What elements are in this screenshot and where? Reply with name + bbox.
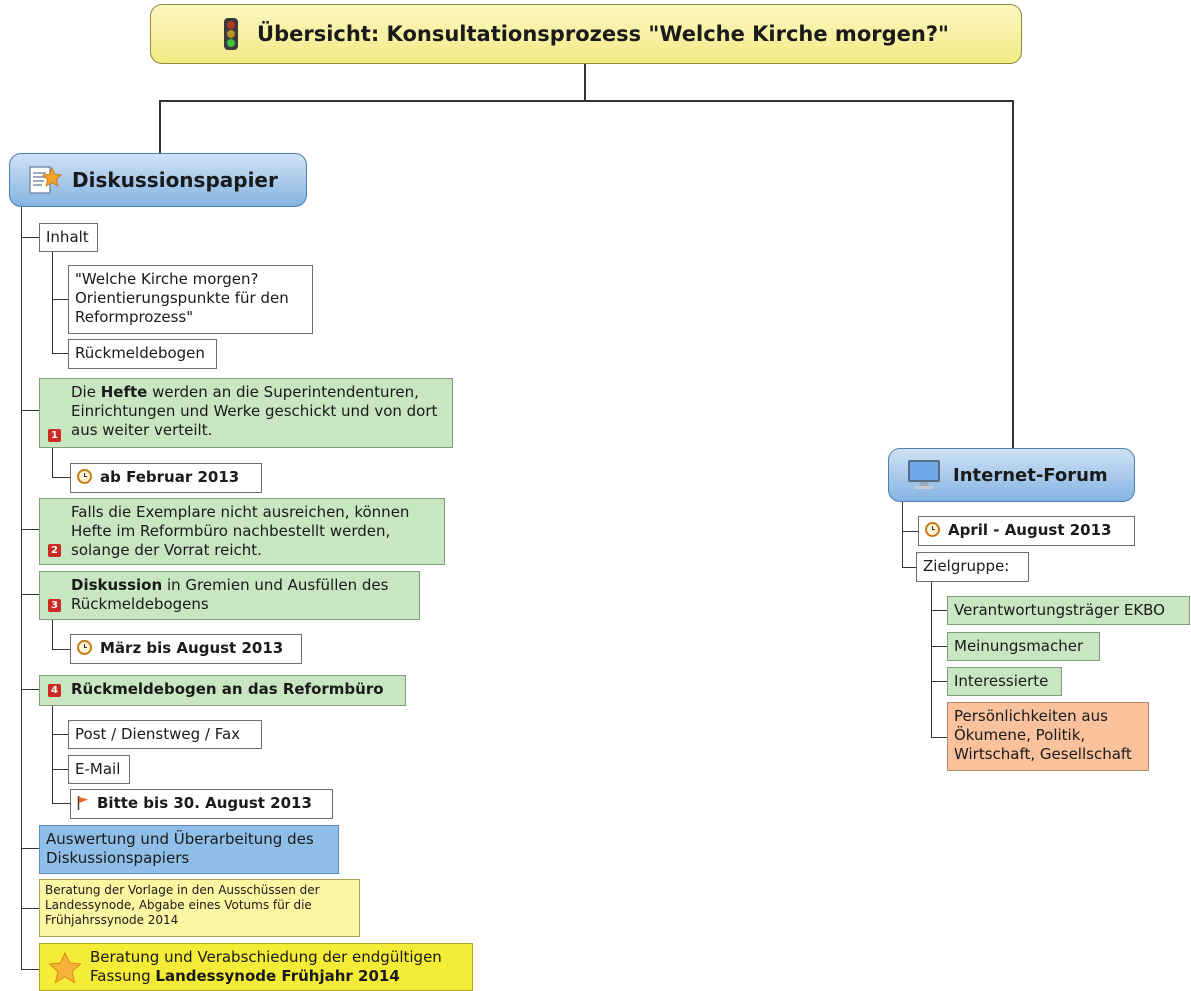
step-3-bold: Diskussion — [71, 576, 163, 594]
topic-auswertung[interactable]: Auswertung und Überarbeitung des Diskuss… — [39, 825, 339, 874]
connector — [1012, 100, 1014, 448]
topic-label: Zielgruppe: — [923, 557, 1010, 575]
connector — [21, 689, 39, 690]
topic-final[interactable]: Beratung und Verabschiedung der endgülti… — [39, 943, 473, 991]
connector — [584, 64, 586, 102]
connector — [931, 737, 947, 738]
connector — [159, 100, 1013, 102]
root-title: Übersicht: Konsultationsprozess "Welche … — [257, 22, 949, 46]
connector — [21, 206, 22, 970]
topic-zielgruppe[interactable]: Zielgruppe: — [916, 552, 1029, 582]
topic-label: Persönlichkeiten aus Ökumene, Politik, W… — [954, 707, 1132, 763]
connector — [52, 477, 70, 478]
topic-label: Auswertung und Überarbeitung des Diskuss… — [46, 830, 314, 867]
connector — [52, 299, 68, 300]
connector — [52, 706, 53, 804]
connector — [21, 529, 39, 530]
topic-zielgruppe-meinungsmacher[interactable]: Meinungsmacher — [947, 632, 1100, 661]
document-star-icon — [29, 166, 62, 194]
topic-label: Beratung der Vorlage in den Ausschüssen … — [45, 883, 320, 927]
topic-inhalt-rueckmeldebogen[interactable]: Rückmeldebogen — [68, 339, 217, 369]
connector — [902, 531, 918, 532]
topic-inhalt[interactable]: Inhalt — [39, 223, 98, 252]
clock-icon — [77, 640, 92, 655]
date-label: ab Februar 2013 — [100, 468, 240, 486]
number-3-icon: 3 — [48, 599, 61, 612]
topic-step-3-date[interactable]: März bis August 2013 — [70, 634, 302, 664]
connector — [52, 769, 68, 770]
connector — [52, 649, 70, 650]
topic-step-2[interactable]: 2 Falls die Exemplare nicht ausreichen, … — [39, 498, 445, 565]
topic-label: "Welche Kirche morgen? Orientierungspunk… — [75, 270, 289, 326]
connector — [52, 620, 53, 650]
topic-step-3[interactable]: 3 Diskussion in Gremien und Ausfüllen de… — [39, 571, 420, 620]
connector — [21, 237, 39, 238]
date-label: März bis August 2013 — [100, 639, 284, 657]
branch-label: Diskussionspapier — [72, 168, 278, 192]
clock-icon — [77, 469, 92, 484]
connector — [21, 969, 39, 970]
connector — [902, 501, 903, 568]
branch-diskussionspapier[interactable]: Diskussionspapier — [9, 153, 307, 207]
topic-forum-date[interactable]: April - August 2013 — [918, 516, 1135, 546]
final-bold: Landessynode Frühjahr 2014 — [155, 967, 400, 985]
connector — [21, 410, 39, 411]
branch-label: Internet-Forum — [953, 464, 1108, 486]
topic-label: Meinungsmacher — [954, 637, 1084, 655]
date-label: April - August 2013 — [948, 521, 1112, 539]
star-icon — [48, 952, 82, 984]
connector — [52, 353, 68, 354]
topic-step-1[interactable]: 1 Die Hefte werden an die Superintendent… — [39, 378, 453, 448]
monitor-icon — [908, 460, 940, 489]
topic-inhalt-paper[interactable]: "Welche Kirche morgen? Orientierungspunk… — [68, 265, 313, 334]
topic-beratung[interactable]: Beratung der Vorlage in den Ausschüssen … — [39, 879, 360, 937]
step-4-text: Rückmeldebogen an das Reformbüro — [71, 680, 384, 698]
topic-label: E-Mail — [75, 760, 121, 778]
connector — [21, 594, 39, 595]
topic-label: Interessierte — [954, 672, 1049, 690]
topic-label: Verantwortungsträger EKBO — [954, 601, 1165, 619]
topic-label: Inhalt — [46, 228, 89, 246]
step-3-post: in Gremien und Ausfüllen des Rückmeldebo… — [71, 576, 389, 613]
number-4-icon: 4 — [48, 684, 61, 697]
number-1-icon: 1 — [48, 429, 61, 442]
connector — [21, 848, 39, 849]
connector — [931, 610, 947, 611]
connector — [52, 252, 53, 354]
topic-step-4[interactable]: 4 Rückmeldebogen an das Reformbüro — [39, 675, 406, 706]
topic-channel-post[interactable]: Post / Dienstweg / Fax — [68, 720, 262, 749]
connector — [159, 100, 161, 153]
final-pre: Beratung und Verabschiedung der endgülti… — [90, 948, 442, 985]
connector — [931, 646, 947, 647]
traffic-light-icon — [224, 18, 239, 50]
connector — [931, 582, 932, 738]
connector — [52, 448, 53, 478]
deadline-label: Bitte bis 30. August 2013 — [97, 794, 312, 812]
step-2-text: Falls die Exemplare nicht ausreichen, kö… — [71, 503, 410, 559]
topic-channel-email[interactable]: E-Mail — [68, 755, 130, 784]
topic-zielgruppe-persoenlichkeiten[interactable]: Persönlichkeiten aus Ökumene, Politik, W… — [947, 702, 1149, 771]
clock-icon — [925, 522, 940, 537]
flag-icon — [77, 796, 88, 810]
step-1-pre: Die — [71, 383, 101, 401]
connector — [21, 908, 39, 909]
connector — [931, 681, 947, 682]
topic-deadline[interactable]: Bitte bis 30. August 2013 — [70, 789, 333, 819]
number-2-icon: 2 — [48, 544, 61, 557]
topic-zielgruppe-interessierte[interactable]: Interessierte — [947, 667, 1062, 696]
topic-label: Rückmeldebogen — [75, 344, 205, 362]
step-1-bold: Hefte — [100, 383, 148, 401]
connector — [52, 803, 70, 804]
branch-internet-forum[interactable]: Internet-Forum — [888, 448, 1135, 502]
step-1-post: werden an die Superintendenturen, Einric… — [71, 383, 438, 439]
topic-zielgruppe-ekbo[interactable]: Verantwortungsträger EKBO — [947, 596, 1190, 625]
connector — [52, 734, 68, 735]
topic-step-1-date[interactable]: ab Februar 2013 — [70, 463, 262, 493]
connector — [902, 567, 916, 568]
topic-label: Post / Dienstweg / Fax — [75, 725, 241, 743]
root-topic[interactable]: Übersicht: Konsultationsprozess "Welche … — [150, 4, 1022, 64]
